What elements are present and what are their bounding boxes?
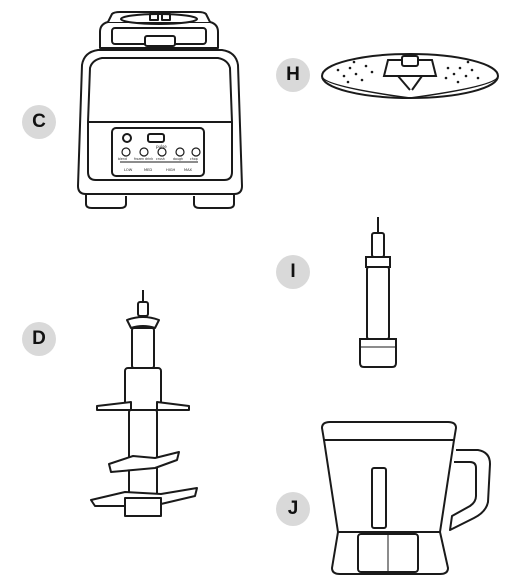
label-i-text: I bbox=[290, 261, 296, 282]
label-c-text: C bbox=[32, 111, 46, 132]
label-j-badge: J bbox=[276, 492, 310, 526]
program-dough-label: dough bbox=[173, 157, 183, 161]
label-d-text: D bbox=[32, 328, 46, 349]
label-h-text: H bbox=[286, 64, 300, 85]
motor-base-illustration: pulse blend frozen drink crush dough cho… bbox=[77, 11, 243, 209]
speed-med-label: MED bbox=[144, 168, 152, 172]
program-blend-label: blend bbox=[118, 157, 127, 161]
speed-low-label: LOW bbox=[124, 168, 133, 172]
label-c-badge: C bbox=[22, 105, 56, 139]
panel-pulse-label: pulse bbox=[156, 144, 167, 149]
drive-spindle-illustration bbox=[359, 217, 397, 368]
program-frozen-label: frozen drink bbox=[134, 157, 153, 161]
label-d-badge: D bbox=[22, 322, 56, 356]
slicing-disc-illustration bbox=[321, 53, 499, 99]
program-chop-label: chop bbox=[190, 157, 198, 161]
label-j-text: J bbox=[287, 498, 299, 519]
speed-max-label: MAX bbox=[184, 168, 193, 172]
program-crush-label: crush bbox=[156, 157, 165, 161]
processor-bowl-illustration bbox=[321, 421, 491, 575]
chopping-blade-illustration bbox=[90, 290, 198, 517]
label-i-badge: I bbox=[276, 255, 310, 289]
label-h-badge: H bbox=[276, 58, 310, 92]
speed-high-label: HIGH bbox=[166, 168, 176, 172]
